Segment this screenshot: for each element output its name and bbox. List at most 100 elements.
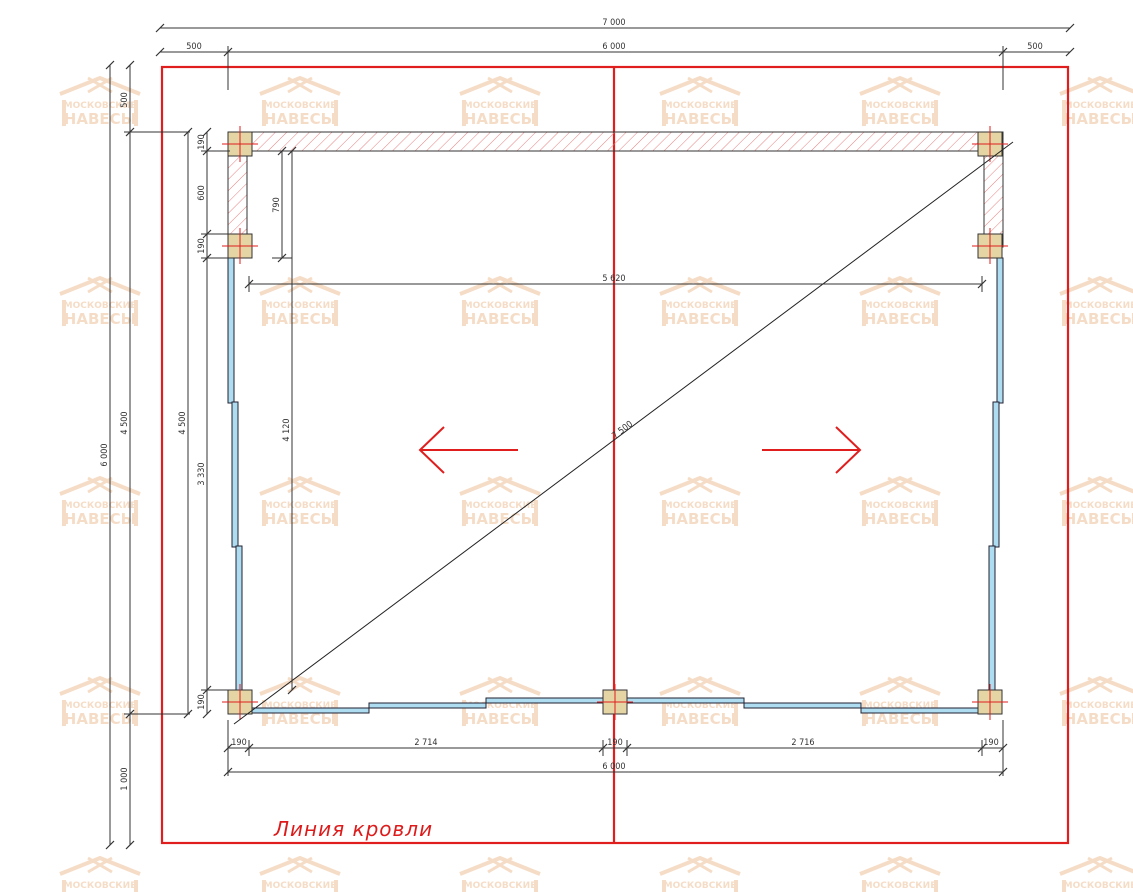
dim-left-total: 6 000 — [100, 443, 110, 466]
dim-left-inner: 4 500 — [120, 411, 130, 434]
watermark-line1: МОСКОВСКИЕ — [1064, 301, 1133, 311]
watermark-line2: НАВЕСЫ — [664, 110, 736, 128]
watermark-line1: МОСКОВСКИЕ — [664, 701, 737, 711]
watermark-line2: НАВЕСЫ — [664, 310, 736, 328]
watermark-line2: НАВЕСЫ — [464, 890, 536, 892]
watermark-line1: МОСКОВСКИЕ — [1064, 881, 1133, 891]
watermark-line2: НАВЕСЫ — [264, 310, 336, 328]
watermark-line2: НАВЕСЫ — [664, 510, 736, 528]
hatched-beams — [227, 131, 1004, 248]
dim-inner-height: 4 120 — [282, 418, 292, 441]
diagonal-line — [233, 141, 1014, 725]
watermark-line1: МОСКОВСКИЕ — [464, 701, 537, 711]
watermark-line1: МОСКОВСКИЕ — [64, 101, 137, 111]
dim-hatch-depth: 790 — [272, 197, 282, 212]
dim-top-overhang-left: 500 — [186, 42, 201, 52]
dim-bottom-total: 6 000 — [602, 762, 625, 772]
watermark-line1: МОСКОВСКИЕ — [64, 701, 137, 711]
watermark-line2: НАВЕСЫ — [64, 110, 136, 128]
arrow-right-icon — [762, 426, 862, 474]
watermark-line2: НАВЕСЫ — [664, 710, 736, 728]
dim-top-inner: 6 000 — [602, 42, 625, 52]
watermark-line1: МОСКОВСКИЕ — [664, 881, 737, 891]
watermark-line2: НАВЕСЫ — [864, 890, 936, 892]
watermark-line2: НАВЕСЫ — [664, 890, 736, 892]
dim-left-overhang-bottom: 1 000 — [120, 767, 130, 790]
dimension-lines — [105, 23, 1075, 850]
watermark-line1: МОСКОВСКИЕ — [264, 881, 337, 891]
watermark-line1: МОСКОВСКИЕ — [464, 881, 537, 891]
watermark-line1: МОСКОВСКИЕ — [64, 501, 137, 511]
watermark-line1: МОСКОВСКИЕ — [464, 101, 537, 111]
watermark-line1: МОСКОВСКИЕ — [64, 301, 137, 311]
dim-bottom-span-left: 2 714 — [414, 738, 437, 748]
dim-bottom-post-left: 190 — [231, 738, 246, 748]
arrow-left-icon — [418, 426, 518, 474]
roof-line-label: Линия кровли — [273, 817, 433, 841]
dim-left-overhang-top: 500 — [120, 92, 130, 107]
dim-left-inner-total: 4 500 — [178, 411, 188, 434]
watermark-line1: МОСКОВСКИЕ — [1064, 701, 1133, 711]
watermark-line2: НАВЕСЫ — [1064, 510, 1133, 528]
dim-left-gap: 600 — [197, 185, 207, 200]
watermark-line2: НАВЕСЫ — [64, 510, 136, 528]
watermark-line2: НАВЕСЫ — [464, 310, 536, 328]
watermark-line1: МОСКОВСКИЕ — [664, 501, 737, 511]
watermark-line2: НАВЕСЫ — [264, 510, 336, 528]
watermark-line2: НАВЕСЫ — [1064, 110, 1133, 128]
dim-bottom-post-mid: 190 — [607, 738, 622, 748]
watermark-line1: МОСКОВСКИЕ — [864, 301, 937, 311]
watermark-line2: НАВЕСЫ — [64, 310, 136, 328]
dim-left-long: 3 330 — [197, 462, 207, 485]
watermark-line1: МОСКОВСКИЕ — [864, 101, 937, 111]
watermark-line2: НАВЕСЫ — [1064, 890, 1133, 892]
watermark-line2: НАВЕСЫ — [64, 890, 136, 892]
dim-bottom-span-right: 2 716 — [791, 738, 814, 748]
watermark-line2: НАВЕСЫ — [464, 110, 536, 128]
watermark-line2: НАВЕСЫ — [1064, 310, 1133, 328]
dim-left-mid-post: 190 — [197, 238, 207, 253]
posts — [222, 126, 1008, 720]
watermark-line1: МОСКОВСКИЕ — [864, 501, 937, 511]
watermark-line1: МОСКОВСКИЕ — [264, 101, 337, 111]
dim-inner-width: 5 620 — [602, 274, 625, 284]
dim-left-bottom-post: 190 — [197, 694, 207, 709]
watermark-line1: МОСКОВСКИЕ — [464, 301, 537, 311]
watermark-line2: НАВЕСЫ — [864, 310, 936, 328]
watermark-line2: НАВЕСЫ — [264, 110, 336, 128]
watermark-line1: МОСКОВСКИЕ — [64, 881, 137, 891]
watermark-line2: НАВЕСЫ — [1064, 710, 1133, 728]
watermark-line2: НАВЕСЫ — [864, 710, 936, 728]
watermark-line1: МОСКОВСКИЕ — [1064, 501, 1133, 511]
watermark-layer: МОСКОВСКИЕНАВЕСЫМОСКОВСКИЕНАВЕСЫМОСКОВСК… — [59, 75, 1133, 892]
dim-left-top-post: 190 — [197, 134, 207, 149]
watermark-line2: НАВЕСЫ — [264, 890, 336, 892]
watermark-line1: МОСКОВСКИЕ — [664, 101, 737, 111]
watermark-line1: МОСКОВСКИЕ — [864, 701, 937, 711]
